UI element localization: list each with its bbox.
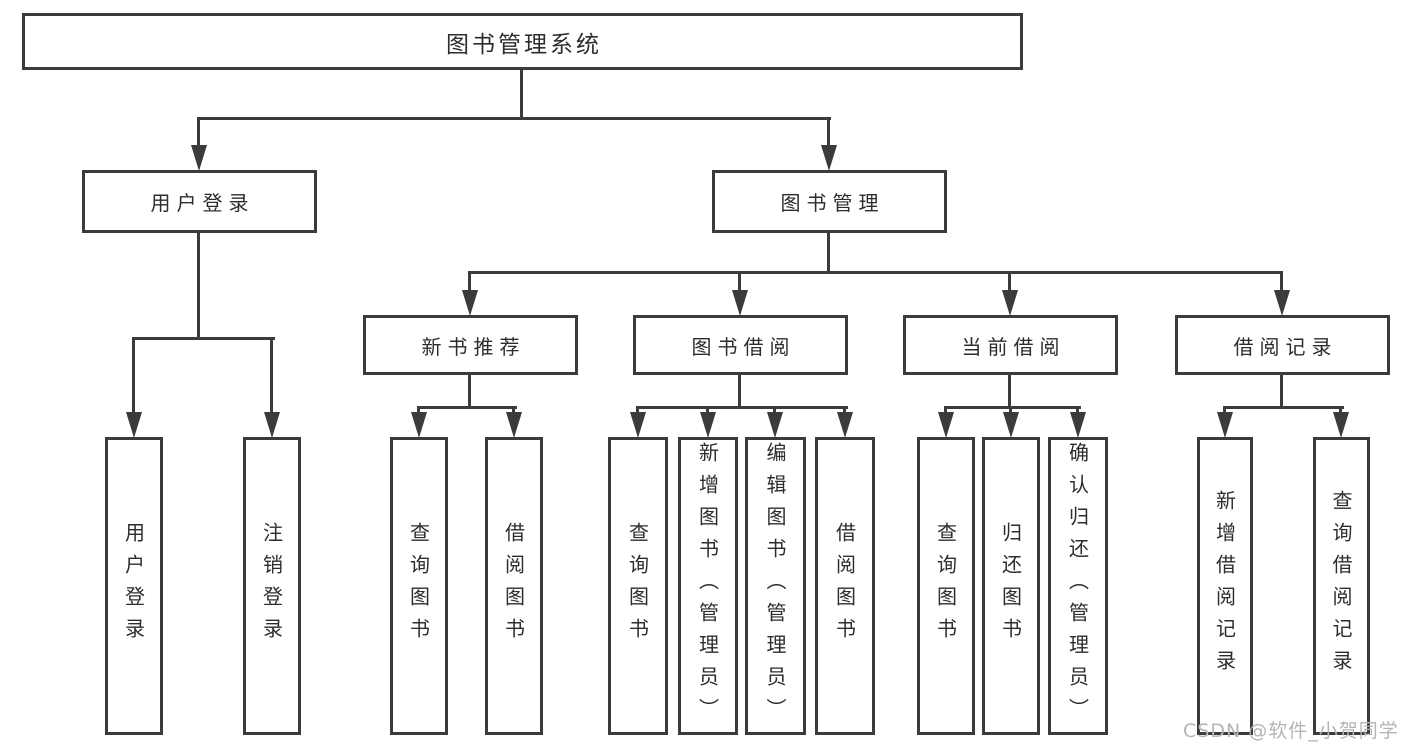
connector-recommend-borrow-stem	[512, 406, 515, 416]
arrowhead-recommend-borrow	[506, 412, 522, 438]
leaf-borrowing-edit-books-admin: 编辑图书（管理员）	[745, 437, 806, 735]
connector-current-confirm-stem	[1076, 406, 1079, 416]
arrowhead-recommend-query	[411, 412, 427, 438]
connector-borrowing-edit-stem	[773, 406, 776, 416]
leaf-logout-action: 注销登录	[243, 437, 301, 735]
arrowhead-book-borrowing	[732, 290, 748, 316]
node-book-management: 图书管理	[712, 170, 947, 233]
connector-root-stem	[520, 69, 523, 119]
connector-current-return-stem	[1009, 406, 1012, 416]
connector-current-borrowing-down	[1008, 375, 1011, 409]
arrowhead-logout-leaf	[264, 412, 280, 438]
node-current-borrowing: 当前借阅	[903, 315, 1118, 375]
arrowhead-new-books	[462, 290, 478, 316]
leaf-borrowing-add-books-admin: 新增图书（管理员）	[678, 437, 738, 735]
connector-records-query-stem	[1339, 406, 1342, 416]
arrowhead-current-return	[1003, 412, 1019, 438]
connector-book-borrowing-down	[738, 375, 741, 409]
connector-borrowing-records-bus	[1223, 406, 1344, 409]
node-new-books: 新书推荐	[363, 315, 578, 375]
connector-book-borrowing-stem	[738, 271, 741, 291]
connector-borrowing-records-stem	[1280, 271, 1283, 291]
connector-recommend-query-stem	[417, 406, 420, 416]
connector-borrowing-query-stem	[636, 406, 639, 416]
connector-current-query-stem	[944, 406, 947, 416]
arrowhead-borrowing-records	[1274, 290, 1290, 316]
leaf-current-query-books: 查询图书	[917, 437, 975, 735]
leaf-borrowing-query-books: 查询图书	[608, 437, 668, 735]
connector-borrowing-records-down	[1280, 375, 1283, 409]
leaf-recommend-borrow-books: 借阅图书	[485, 437, 543, 735]
node-user-login: 用户登录	[82, 170, 317, 233]
connector-book-management-down	[827, 233, 830, 274]
connector-borrowing-borrow-stem	[843, 406, 846, 416]
arrowhead-current-confirm	[1070, 412, 1086, 438]
arrowhead-book-management	[821, 145, 837, 171]
connector-new-books-down	[468, 375, 471, 409]
connector-user-login-down	[197, 233, 200, 340]
connector-user-login-bus	[132, 337, 275, 340]
node-borrowing-records: 借阅记录	[1175, 315, 1390, 375]
connector-login-leaf-stem	[132, 337, 135, 415]
csdn-watermark: CSDN @软件_小贺同学	[1183, 720, 1399, 742]
arrowhead-login-leaf	[126, 412, 142, 438]
arrowhead-current-query	[938, 412, 954, 438]
arrowhead-borrowing-edit	[767, 412, 783, 438]
leaf-current-return-books: 归还图书	[982, 437, 1040, 735]
leaf-borrowing-borrow-books: 借阅图书	[815, 437, 875, 735]
arrowhead-current-borrowing	[1002, 290, 1018, 316]
leaf-records-add-record: 新增借阅记录	[1197, 437, 1253, 735]
connector-new-books-stem	[468, 271, 471, 291]
node-book-borrowing: 图书借阅	[633, 315, 848, 375]
connector-current-borrowing-bus	[944, 406, 1081, 409]
arrowhead-records-add	[1217, 412, 1233, 438]
connector-level2-bus	[197, 117, 831, 120]
leaf-current-confirm-return-admin: 确认归还（管理员）	[1048, 437, 1108, 735]
connector-book-management-stem	[827, 117, 830, 146]
node-root: 图书管理系统	[22, 13, 1023, 70]
connector-current-borrowing-stem	[1008, 271, 1011, 291]
leaf-recommend-query-books: 查询图书	[390, 437, 448, 735]
arrowhead-borrowing-borrow	[837, 412, 853, 438]
connector-records-add-stem	[1223, 406, 1226, 416]
connector-book-borrowing-bus	[636, 406, 848, 409]
connector-logout-leaf-stem	[270, 337, 273, 415]
leaf-user-login-action: 用户登录	[105, 437, 163, 735]
connector-new-books-bus	[417, 406, 517, 409]
arrowhead-borrowing-query	[630, 412, 646, 438]
connector-user-login-stem	[197, 117, 200, 146]
leaf-records-query-record: 查询借阅记录	[1313, 437, 1370, 735]
connector-borrowing-add-stem	[706, 406, 709, 416]
connector-level3-bus	[468, 271, 1283, 274]
arrowhead-records-query	[1333, 412, 1349, 438]
arrowhead-user-login	[191, 145, 207, 171]
arrowhead-borrowing-add	[700, 412, 716, 438]
